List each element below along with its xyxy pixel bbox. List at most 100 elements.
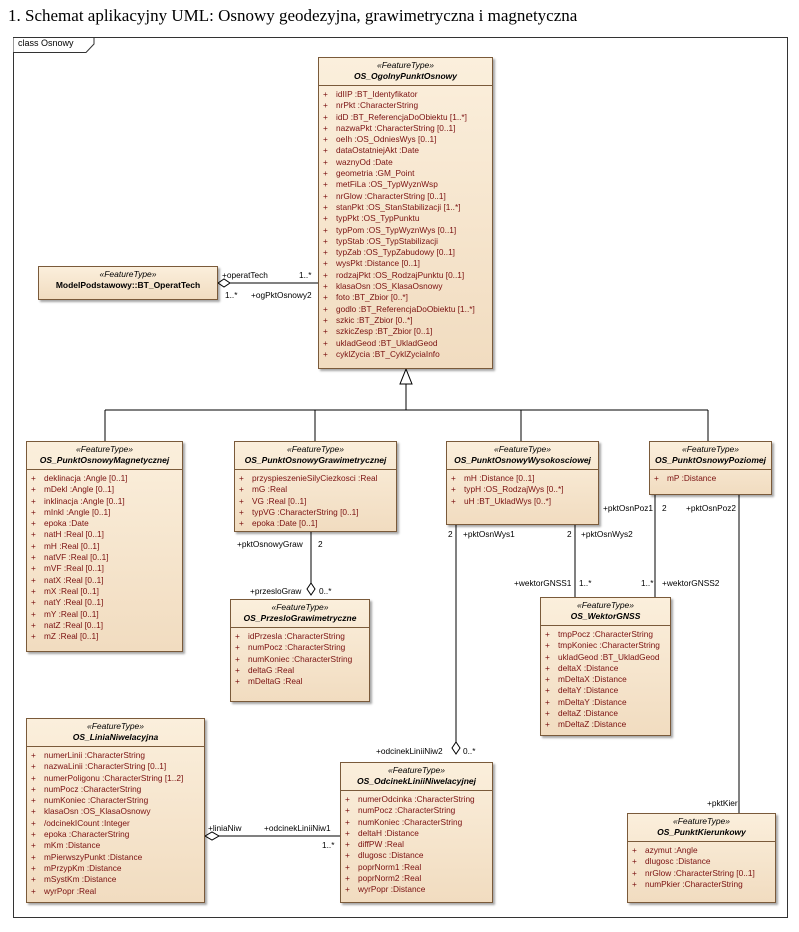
class-attribute: +wyrPopr :Real bbox=[31, 886, 202, 897]
attribute-text: typZab :OS_TypZabudowy [0..1] bbox=[336, 247, 455, 258]
attribute-text: wyrPopr :Distance bbox=[358, 884, 426, 895]
visibility-marker: + bbox=[31, 829, 36, 840]
attribute-text: oeIh :OS_OdniesWys [0..1] bbox=[336, 134, 437, 145]
class-attribute: +numerPoligonu :CharacterString [1..2] bbox=[31, 773, 202, 784]
class-stereotype: «FeatureType» bbox=[493, 444, 551, 454]
class-os-punkt-osnowy-wysokosciowej[interactable]: «FeatureType» OS_PunktOsnowyWysokosciowe… bbox=[446, 441, 599, 525]
class-attribute: +mX :Real [0..1] bbox=[31, 586, 180, 597]
class-os-punkt-kierunkowy[interactable]: «FeatureType» OS_PunktKierunkowy +azymut… bbox=[627, 813, 776, 903]
role-label-pktkier: +pktKier bbox=[707, 798, 738, 808]
attribute-text: szkic :BT_Zbior [0..*] bbox=[336, 314, 413, 325]
class-header: «FeatureType» OS_WektorGNSS bbox=[541, 598, 670, 626]
class-header: «FeatureType» OS_PunktOsnowyGrawimetrycz… bbox=[235, 442, 396, 470]
class-attribute: +geometria :GM_Point bbox=[323, 168, 490, 179]
class-attribute: +deklinacja :Angle [0..1] bbox=[31, 473, 180, 484]
visibility-marker: + bbox=[239, 506, 244, 517]
visibility-marker: + bbox=[323, 337, 328, 348]
attribute-text: mKm :Distance bbox=[44, 840, 101, 851]
class-attribute: +uH :BT_UkladWys [0..*] bbox=[451, 496, 596, 507]
visibility-marker: + bbox=[323, 314, 328, 325]
class-attribute: +rodzajPkt :OS_RodzajPunktu [0..1] bbox=[323, 270, 490, 281]
class-os-linia-niwelacyjna[interactable]: «FeatureType» OS_LiniaNiwelacyjna +numer… bbox=[26, 718, 205, 903]
visibility-marker: + bbox=[31, 750, 36, 760]
class-attribute: +przyspieszenieSilyCiezkosci :Real bbox=[239, 473, 394, 484]
class-attribute: + diffPW :Real bbox=[345, 839, 490, 850]
attribute-text: numPkier :CharacterString bbox=[645, 878, 743, 889]
attribute-text: idPrzesla :CharacterString bbox=[248, 631, 345, 641]
visibility-marker: + bbox=[239, 473, 244, 483]
attribute-text: mH :Distance [0..1] bbox=[464, 473, 535, 483]
class-os-punkt-osnowy-grawimetrycznej[interactable]: «FeatureType» OS_PunktOsnowyGrawimetrycz… bbox=[234, 441, 397, 532]
class-name: OS_PunktKierunkowy bbox=[657, 827, 746, 837]
class-attribute: +mG :Real bbox=[239, 484, 394, 495]
class-attribute: +mVF :Real [0..1] bbox=[31, 563, 180, 574]
visibility-marker: + bbox=[345, 816, 350, 827]
class-attribute: +mP :Distance bbox=[654, 473, 769, 484]
class-os-wektor-gnss[interactable]: «FeatureType» OS_WektorGNSS +tmpPocz :Ch… bbox=[540, 597, 671, 736]
visibility-marker: + bbox=[545, 685, 550, 696]
class-attribute: + typPkt :OS_TypPunktu bbox=[323, 213, 490, 224]
attribute-text: mDeltaX :Distance bbox=[558, 674, 627, 685]
attribute-text: nrGlow :CharacterString [0..1] bbox=[336, 190, 446, 201]
class-os-ogolny-punkt-osnowy[interactable]: «FeatureType» OS_OgolnyPunktOsnowy +idII… bbox=[318, 57, 493, 369]
class-attribute: +dlugosc :Distance bbox=[632, 856, 773, 867]
attribute-text: mSystKm :Distance bbox=[44, 874, 117, 885]
class-attribute: +poprNorm2 :Real bbox=[345, 873, 490, 884]
attribute-text: mPrzypKm :Distance bbox=[44, 862, 122, 873]
visibility-marker: + bbox=[239, 518, 244, 529]
class-os-odcinek-linii-niwelacyjnej[interactable]: «FeatureType» OS_OdcinekLiniiNiwelacyjne… bbox=[340, 762, 493, 903]
class-bt-operattech[interactable]: «FeatureType» ModelPodstawowy::BT_Operat… bbox=[38, 266, 218, 300]
class-os-przeslo-grawimetryczne[interactable]: «FeatureType» OS_PrzesloGrawimetryczne +… bbox=[230, 599, 370, 702]
role-label-ogpktosnowy2: +ogPktOsnowy2 bbox=[251, 290, 312, 300]
class-attribute: +klasaOsn :OS_KlasaOsnowy bbox=[31, 806, 202, 817]
class-attribute: +/odcinekICount :Integer bbox=[31, 818, 202, 829]
class-header: «FeatureType» OS_LiniaNiwelacyjna bbox=[27, 719, 204, 747]
attribute-text: numerOdcinka :CharacterString bbox=[358, 794, 475, 804]
attribute-text: inklinacja :Angle [0..1] bbox=[44, 495, 125, 506]
attribute-text: rodzajPkt :OS_RodzajPunktu [0..1] bbox=[336, 269, 465, 280]
class-name: OS_PunktOsnowyPoziomej bbox=[655, 455, 766, 465]
class-attribute: +typStab :OS_TypStabilizacji bbox=[323, 236, 490, 247]
visibility-marker: + bbox=[323, 213, 328, 224]
multiplicity-operattech: 1..* bbox=[299, 270, 312, 280]
multiplicity-pktosnwys2: 2 bbox=[567, 529, 572, 539]
attribute-text: typPkt :OS_TypPunktu bbox=[336, 213, 420, 224]
visibility-marker: + bbox=[323, 258, 328, 269]
visibility-marker: + bbox=[345, 839, 350, 850]
class-attribute: +stanPkt :OS_StanStabilizacji [1..*] bbox=[323, 202, 490, 213]
class-os-punkt-osnowy-poziomej[interactable]: «FeatureType» OS_PunktOsnowyPoziomej +mP… bbox=[649, 441, 772, 495]
class-attribute: +numerOdcinka :CharacterString bbox=[345, 794, 490, 805]
class-attribute: +dlugosc :Distance bbox=[345, 850, 490, 861]
class-stereotype: «FeatureType» bbox=[681, 444, 739, 454]
class-attribute: +numPkier :CharacterString bbox=[632, 879, 773, 890]
class-attribute: +natVF :Real [0..1] bbox=[31, 552, 180, 563]
attribute-text: numPocz :CharacterString bbox=[248, 642, 346, 653]
visibility-marker: + bbox=[31, 851, 36, 862]
class-os-punkt-osnowy-magnetycznej[interactable]: «FeatureType» OS_PunktOsnowyMagnetycznej… bbox=[26, 441, 183, 652]
class-attribute: +azymut :Angle bbox=[632, 845, 773, 856]
attribute-text: nazwaLinii :CharacterString [0..1] bbox=[44, 761, 167, 772]
multiplicity-wektorgnss2: 1..* bbox=[641, 578, 654, 588]
attribute-text: mPierwszyPunkt :Distance bbox=[44, 851, 143, 862]
class-attribute: +wyrPopr :Distance bbox=[345, 884, 490, 895]
class-attribute: +idD :BT_ReferencjaDoObiektu [1..*] bbox=[323, 112, 490, 123]
visibility-marker: + bbox=[632, 845, 637, 855]
attribute-text: diffPW :Real bbox=[358, 839, 404, 850]
visibility-marker: + bbox=[545, 674, 550, 685]
class-attribute: +numerLinii :CharacterString bbox=[31, 750, 202, 761]
visibility-marker: + bbox=[31, 506, 36, 517]
attribute-text: typPom :OS_TypWyznWys [0..1] bbox=[336, 224, 457, 235]
visibility-marker: + bbox=[632, 856, 637, 867]
class-attribute: +deltaH :Distance bbox=[345, 828, 490, 839]
attribute-text: deltaG :Real bbox=[248, 664, 295, 675]
attribute-text: epoka :CharacterString bbox=[44, 829, 130, 840]
attribute-text: tmpKoniec :CharacterString bbox=[558, 640, 660, 651]
visibility-marker: + bbox=[31, 495, 36, 506]
visibility-marker: + bbox=[31, 619, 36, 630]
visibility-marker: + bbox=[31, 552, 36, 563]
attribute-text: mX :Real [0..1] bbox=[44, 585, 99, 596]
attribute-text: waznyOd :Date bbox=[336, 156, 393, 167]
class-attribute: +ukladGeod :BT_UkladGeod bbox=[545, 652, 668, 663]
class-attribute: +cyklZycia :BT_CyklZyciaInfo bbox=[323, 349, 490, 360]
class-attribute: +epoka :Date [0..1] bbox=[239, 518, 394, 529]
